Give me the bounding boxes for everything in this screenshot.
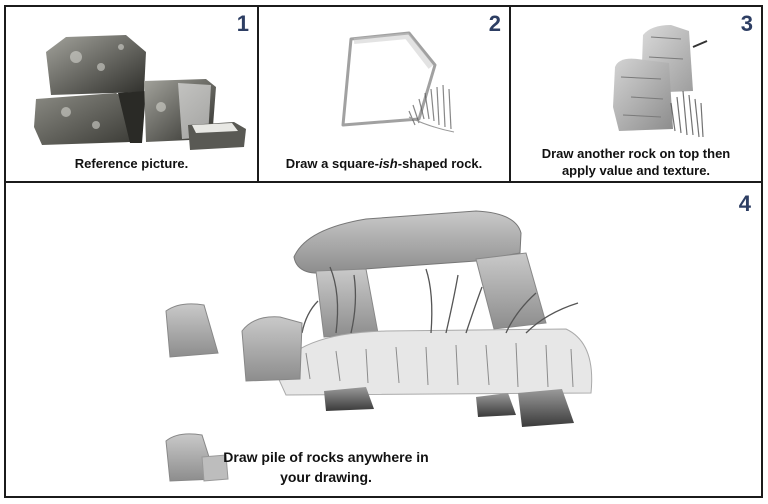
- panel-4: 4: [6, 183, 761, 496]
- rock-arch-illustration: [165, 210, 593, 482]
- panel-3: 3 Draw another rock on top then appl: [511, 7, 761, 183]
- caption-step-3: Draw another rock on top then apply valu…: [541, 146, 731, 178]
- step-number-4: 4: [738, 191, 751, 216]
- square-rock-sketch: [341, 31, 455, 133]
- caption-reference: Reference picture.: [74, 156, 189, 171]
- panel-2: 2 Draw a square-ish-shaped rock.: [259, 7, 511, 183]
- stacked-rock-sketch: [613, 25, 708, 138]
- step-number-3: 3: [740, 11, 753, 36]
- caption-step-2: Draw a square-ish-shaped rock.: [285, 156, 483, 171]
- panel-1: 1 Reference picture.: [6, 7, 259, 183]
- tutorial-sheet: 1 Reference picture.: [4, 5, 763, 498]
- step-number-2: 2: [488, 11, 501, 36]
- caption-step-4: Draw pile of rocks anywhere in your draw…: [223, 449, 429, 485]
- reference-rocks-photo: [34, 35, 246, 150]
- step-number-1: 1: [236, 11, 249, 36]
